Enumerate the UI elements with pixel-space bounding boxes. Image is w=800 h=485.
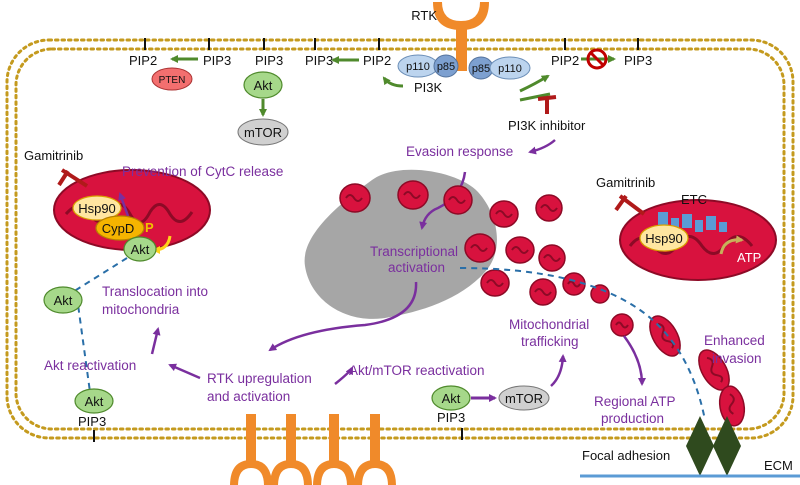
atp-curve-arrow (719, 235, 744, 255)
pip3-mid: PIP3 (305, 53, 333, 68)
pten-label: PTEN (159, 75, 186, 86)
rtk-label: RTK (411, 8, 437, 23)
gamitrinib-left-inhibitor (57, 168, 89, 188)
akt-bottom-mid-label: Akt (442, 391, 461, 406)
akt-mito-node (123, 236, 157, 262)
pip2-left: PIP2 (129, 53, 157, 68)
akt-mid-left-node (43, 286, 83, 314)
cypd-label: CypD (102, 221, 135, 236)
mtor-bottom-label: mTOR (505, 391, 543, 406)
transcriptional-label-2: activation (388, 260, 445, 275)
hsp90-right-node (639, 224, 689, 252)
atp-label: ATP (737, 250, 761, 265)
gamitrinib-right-inhibitor (614, 194, 646, 216)
cypd-node (95, 215, 145, 241)
pi3k-label: PI3K (414, 80, 443, 95)
p85-right-label: p85 (472, 63, 490, 75)
hsp90-left-node (72, 195, 122, 221)
rtk-upregulation-label-1: RTK upregulation (207, 371, 312, 386)
focal-adhesion-label: Focal adhesion (582, 448, 670, 463)
mtor-top-label: mTOR (244, 125, 282, 140)
hsp90-left-label: Hsp90 (78, 201, 116, 216)
p110-right-label: p110 (498, 63, 522, 75)
pip3-left: PIP3 (203, 53, 231, 68)
cytc-label: Prevention of CytC release (122, 164, 283, 179)
evasion-label: Evasion response (406, 144, 513, 159)
transcription-to-rtk-arrow (268, 281, 418, 352)
akt-reactivation-label: Akt reactivation (44, 358, 136, 373)
pi3k-curve-arrow (382, 76, 404, 88)
rtk-to-aktmtor-arrow (334, 366, 354, 385)
p85-left-label: p85 (437, 61, 455, 73)
akt-bottom-mid-node (431, 385, 471, 411)
pip3-bottom-left: PIP3 (78, 414, 106, 429)
trafficking-to-atp-arrow (622, 335, 646, 386)
akt-mid-left-label: Akt (54, 293, 73, 308)
mtor-bottom-node (498, 385, 550, 411)
pi3k-inhibitor-label: PI3K inhibitor (508, 118, 586, 133)
enhanced-invasion-label-1: Enhanced (704, 333, 765, 348)
rtk-receptors-bottom (230, 414, 396, 485)
mito-trafficking-label-2: trafficking (521, 334, 579, 349)
p-mark: P (145, 220, 154, 235)
block-icon (586, 48, 608, 70)
akt-top-label: Akt (254, 78, 273, 93)
pip2-right: PIP2 (551, 53, 579, 68)
regional-atp-label-2: production (601, 411, 664, 426)
akt-mito-label: Akt (131, 242, 150, 257)
mito-trafficking-label-1: Mitochondrial (509, 317, 589, 332)
akt-mtor-reactivation-label: Akt/mTOR reactivation (349, 363, 485, 378)
regional-atp-label-1: Regional ATP (594, 394, 676, 409)
translocation-label-2: mitochondria (102, 302, 180, 317)
mtor-top-node (237, 118, 289, 146)
gamitrinib-left-label: Gamitrinib (24, 148, 83, 163)
akt-top-node (243, 71, 283, 99)
pi3k-right-baseline (519, 92, 551, 102)
mtor-to-trafficking-arrow (550, 354, 567, 387)
pi3k-complex (397, 54, 531, 80)
pip3-right: PIP3 (624, 53, 652, 68)
reactivation-to-translocation-arrow (150, 327, 161, 355)
lipid-ticks (144, 38, 639, 50)
rtk-upregulation-label-2: and activation (207, 389, 290, 404)
pi3k-inhibitor-symbol (537, 95, 557, 114)
trafficking-path (459, 267, 706, 421)
pi3k-right-curve-arrow (519, 74, 550, 93)
transcriptional-label-1: Transcriptional (370, 244, 458, 259)
rtk-receptor-top (433, 2, 489, 71)
ecm-label: ECM (764, 458, 793, 473)
cytc-arrow (118, 192, 130, 217)
cell-membrane (5, 38, 795, 440)
enhanced-invasion-label-2: invasion (712, 351, 762, 366)
focal-adhesion (686, 416, 741, 476)
p110-left-label: p110 (406, 61, 430, 73)
evasion-to-transcription-arrow (419, 171, 467, 230)
pten-node (151, 67, 193, 91)
translocation-label-1: Translocation into (102, 284, 208, 299)
pip3-akt: PIP3 (255, 53, 283, 68)
akt-bottom-left-label: Akt (85, 394, 104, 409)
etc-complexes (658, 212, 727, 232)
gamitrinib-right-label: Gamitrinib (596, 175, 655, 190)
inhibitor-to-evasion-arrow (528, 139, 556, 155)
etc-label: ETC (681, 192, 707, 207)
akt-bottom-left-node (74, 388, 114, 414)
hsp90-right-label: Hsp90 (645, 231, 683, 246)
pip2-mid: PIP2 (363, 53, 391, 68)
pip3-bottom-mid: PIP3 (437, 410, 465, 425)
rtk-to-akt-reactivation-arrow (168, 363, 201, 380)
